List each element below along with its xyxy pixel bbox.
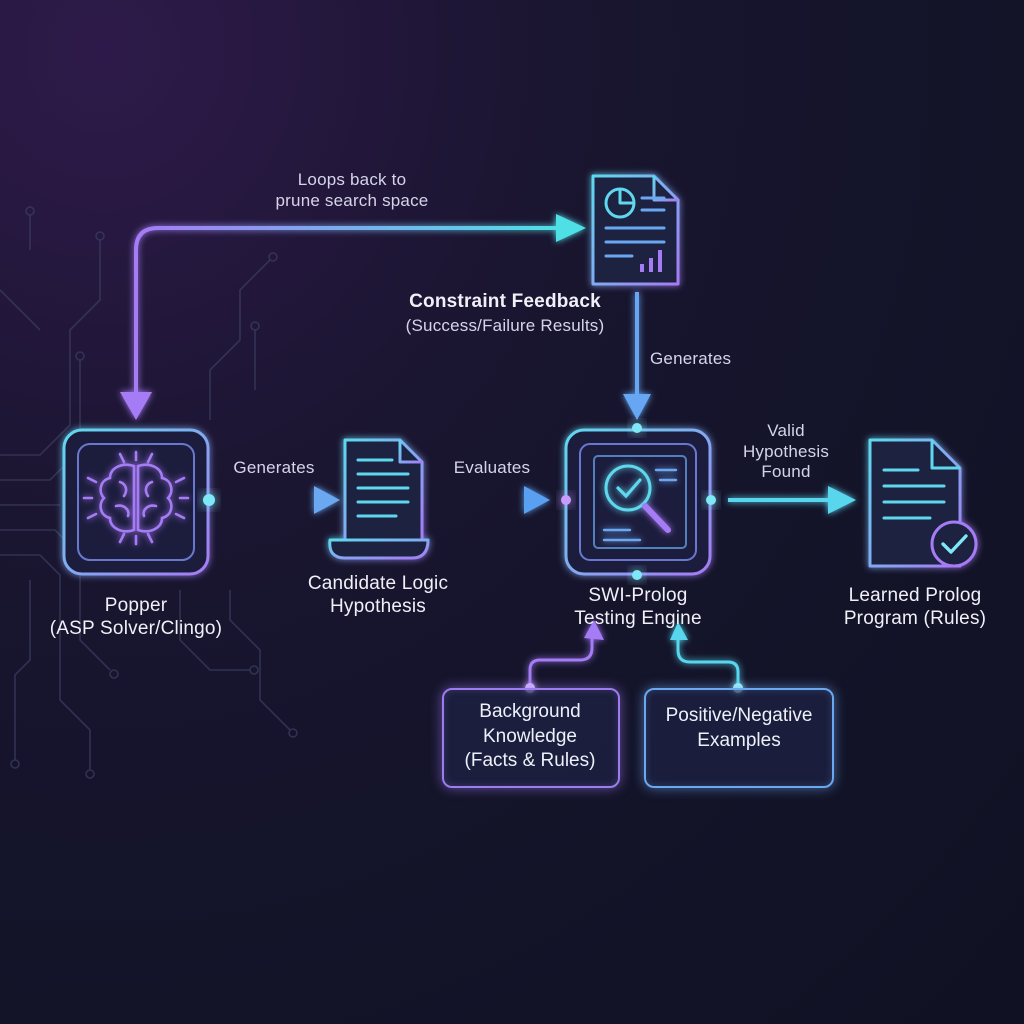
hypothesis-to-engine-label: Evaluates	[453, 458, 531, 477]
feedback-title: Constraint Feedback	[409, 291, 601, 312]
document-check-icon	[868, 438, 978, 568]
hypothesis-label: Candidate Logic Hypothesis	[307, 573, 449, 618]
background-knowledge-label: Background Knowledge (Facts & Rules)	[464, 701, 596, 772]
engine-node	[564, 428, 712, 576]
learned-label: Learned Prolog Program (Rules)	[843, 585, 987, 630]
examples-to-engine-connector	[670, 622, 743, 693]
engine-port-bottom	[632, 570, 642, 580]
feedback-to-engine-label: Generates	[650, 349, 732, 368]
engine-label: SWI-Prolog Testing Engine	[574, 585, 702, 630]
popper-to-hypothesis-label: Generates	[233, 458, 315, 477]
hypothesis-to-engine-arrow	[440, 486, 550, 514]
examples-label: Positive/Negative Examples	[665, 705, 813, 751]
scroll-document-icon	[328, 438, 430, 560]
popper-label: Popper (ASP Solver/Clingo)	[49, 595, 223, 640]
report-chart-icon	[591, 174, 680, 286]
engine-port-right	[706, 495, 716, 505]
circuit-traces	[0, 206, 298, 779]
engine-port-left	[561, 495, 571, 505]
background-to-engine-connector	[525, 620, 604, 693]
engine-port-top	[632, 423, 642, 433]
feedback-to-engine-arrow	[623, 292, 651, 420]
popper-to-hypothesis-arrow	[222, 486, 340, 514]
background-knowledge-box	[442, 688, 620, 788]
engine-to-learned-arrow	[728, 486, 856, 514]
popper-port	[203, 494, 215, 506]
engine-to-learned-label: Valid Hypothesis Found	[742, 421, 830, 482]
brain-icon	[82, 450, 190, 546]
loop-back-arrow	[120, 214, 586, 420]
magnifier-check-icon	[602, 464, 678, 542]
examples-box	[644, 688, 834, 788]
feedback-subtitle: (Success/Failure Results)	[405, 316, 605, 335]
loop-back-label: Loops back to prune search space	[275, 170, 429, 210]
